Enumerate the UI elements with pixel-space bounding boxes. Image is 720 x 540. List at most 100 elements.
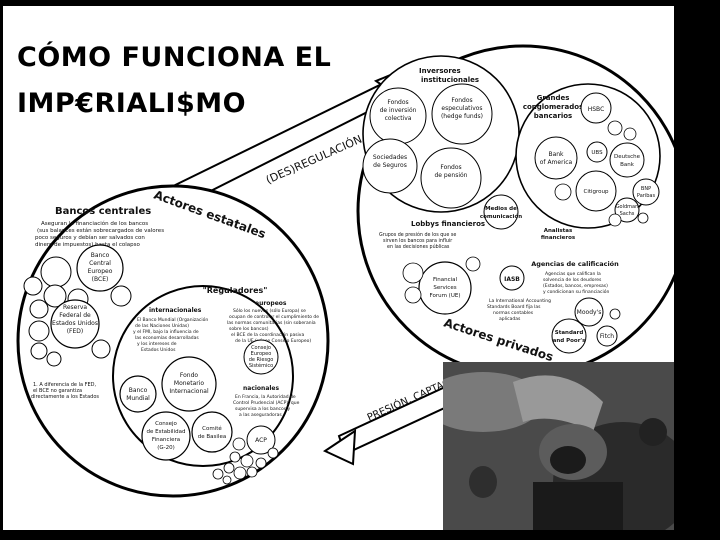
svg-text:Analistas: Analistas (544, 228, 573, 234)
svg-text:financieros: financieros (541, 235, 576, 241)
svg-text:de Riesgo: de Riesgo (249, 357, 274, 363)
svg-text:bancarios: bancarios (534, 112, 572, 120)
svg-text:(BCE): (BCE) (92, 276, 109, 283)
svg-text:Bank: Bank (548, 151, 564, 158)
svg-text:solvencia de los deudores: solvencia de los deudores (543, 277, 602, 283)
svg-text:poco seguros y debían ser salv: poco seguros y debían ser salvados con (35, 234, 145, 241)
insurance-companies-circle (362, 138, 418, 194)
standard-and-poors-circle (551, 318, 587, 354)
esrb-circle (243, 339, 279, 375)
svg-text:Control Prudencial (ACP), que: Control Prudencial (ACP), que (233, 400, 300, 406)
svg-text:Internacional: Internacional (169, 388, 209, 395)
svg-text:ocupan de controlar el cumplim: ocupan de controlar el cumplimiento de (229, 314, 319, 320)
svg-text:(Estados, bancos, empresas): (Estados, bancos, empresas) (543, 283, 608, 289)
svg-text:Fitch: Fitch (600, 333, 614, 340)
svg-text:Services: Services (433, 285, 456, 291)
svg-text:Financiera: Financiera (152, 437, 180, 443)
svg-text:Comité: Comité (202, 425, 222, 432)
regulators-heading: "Reguladores" (203, 286, 268, 295)
svg-text:de pensión: de pensión (435, 172, 468, 179)
svg-text:aplicadas: aplicadas (499, 316, 521, 322)
svg-text:Mundial: Mundial (126, 395, 150, 402)
fsb-circle (141, 411, 191, 461)
imf-circle (161, 356, 217, 412)
svg-text:Fondos: Fondos (451, 97, 472, 104)
svg-text:Deutsche: Deutsche (614, 154, 641, 160)
svg-text:IASB: IASB (504, 276, 520, 283)
svg-text:UBS: UBS (591, 150, 603, 156)
fsf-circle (418, 261, 472, 315)
svg-text:de la UE (véase Consejo Europe: de la UE (véase Consejo Europeo) (235, 337, 311, 344)
svg-text:Sistémico: Sistémico (249, 362, 273, 369)
svg-text:las normas comunitarias (sin s: las normas comunitarias (sin soberanía (227, 319, 316, 326)
moodys-circle (574, 297, 604, 327)
svg-text:a las aseguradoras: a las aseguradoras (239, 412, 282, 418)
lobbies-heading: Lobbys financieros (411, 220, 485, 228)
svg-text:ACP: ACP (255, 437, 267, 444)
svg-text:Goldman: Goldman (616, 204, 639, 210)
svg-text:conglomerados: conglomerados (523, 103, 583, 111)
state-actors-group: Actores estatales Bancos centrales Asegu… (16, 184, 330, 498)
svg-text:of America: of America (540, 159, 573, 166)
svg-text:Standards Board fija las: Standards Board fija las (487, 304, 541, 310)
svg-text:y los intereses de: y los intereses de (137, 341, 177, 347)
svg-text:Consejo: Consejo (155, 421, 177, 427)
world-bank-circle (119, 375, 157, 413)
rating-agencies-heading: Agencias de calificación (531, 260, 619, 268)
fed-circle (50, 299, 100, 349)
svg-text:1. A diferencia de la FED,: 1. A diferencia de la FED, (33, 382, 97, 388)
svg-text:y el FMI, bajo la influencia d: y el FMI, bajo la influencia de (133, 329, 199, 335)
title-line-2: IMP€RIALI$MO (17, 88, 247, 119)
slide-panel: CÓMO FUNCIONA EL IMP€RIALI$MO (DES)REGUL… (3, 6, 674, 530)
svg-text:dinero de impuestos) hasta el: dinero de impuestos) hasta el colapso (35, 242, 140, 248)
pension-funds-circle (420, 147, 482, 209)
svg-text:Paribas: Paribas (637, 193, 656, 199)
svg-text:Consejo: Consejo (251, 345, 271, 351)
svg-text:Standard: Standard (555, 330, 584, 336)
svg-text:de Seguros: de Seguros (373, 162, 407, 169)
media-circle (483, 194, 519, 230)
svg-text:de Basilea: de Basilea (198, 434, 226, 440)
svg-text:en las decisiones públicas: en las decisiones públicas (387, 243, 450, 250)
svg-text:Central: Central (89, 260, 111, 267)
svg-text:normas contables: normas contables (493, 310, 534, 316)
svg-text:BNP: BNP (641, 186, 651, 192)
title-line-1: CÓMO FUNCIONA EL (17, 42, 332, 73)
basel-committee-circle (191, 411, 233, 453)
svg-text:Grandes: Grandes (537, 94, 570, 102)
svg-text:Sociedades: Sociedades (373, 154, 407, 161)
svg-text:de inversión: de inversión (380, 107, 417, 114)
svg-text:HSBC: HSBC (588, 106, 605, 113)
svg-text:(hedge funds): (hedge funds) (441, 113, 483, 120)
svg-text:Aseguran la financiación de lo: Aseguran la financiación de los bancos (41, 220, 148, 227)
svg-text:las economías desarrolladas: las economías desarrolladas (135, 334, 199, 341)
hedge-funds-circle (431, 83, 493, 145)
svg-text:Monetario: Monetario (174, 380, 205, 387)
svg-text:Fondos: Fondos (440, 164, 461, 171)
svg-text:colectiva: colectiva (385, 115, 412, 122)
svg-text:supervisa a los bancos y: supervisa a los bancos y (235, 406, 291, 412)
svg-text:Federal de: Federal de (59, 312, 91, 319)
svg-text:(FED): (FED) (67, 328, 84, 335)
workers-photo (443, 362, 674, 530)
svg-text:Forum (UE): Forum (UE) (430, 293, 461, 299)
bce-circle (76, 244, 124, 292)
workers-photo-illustration (443, 362, 674, 530)
svg-text:de las Naciones Unidas): de las Naciones Unidas) (135, 323, 189, 329)
svg-text:Grupos de presión de los que s: Grupos de presión de los que se (379, 231, 456, 238)
svg-text:comunicación: comunicación (480, 213, 522, 220)
svg-text:Bank: Bank (620, 162, 635, 168)
svg-text:Banco: Banco (91, 252, 110, 259)
svg-text:La International Accounting: La International Accounting (489, 298, 551, 304)
svg-text:europeos: europeos (255, 300, 287, 307)
svg-text:sirven los bancos para influir: sirven los bancos para influir (383, 238, 452, 244)
svg-text:institucionales: institucionales (421, 76, 479, 84)
svg-text:Citigroup: Citigroup (583, 189, 609, 195)
central-banks-heading: Bancos centrales (55, 206, 151, 217)
svg-text:(G-20): (G-20) (157, 445, 175, 451)
private-actors-group: Actores privados Inversores instituciona… (356, 44, 674, 378)
svg-text:el BCE de la coordinación pasi: el BCE de la coordinación pasiva (231, 331, 304, 338)
svg-text:Fondos: Fondos (387, 99, 408, 106)
svg-text:Agencias que califican la: Agencias que califican la (545, 271, 601, 277)
